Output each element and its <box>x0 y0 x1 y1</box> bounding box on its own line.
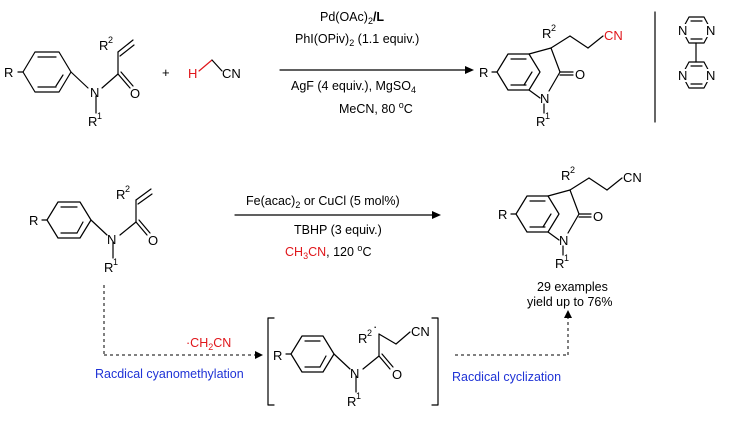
svg-text:1: 1 <box>356 391 361 401</box>
n-atom: N <box>107 232 116 247</box>
svg-text:Pd(OAc)2/L: Pd(OAc)2/L <box>320 10 384 26</box>
r1-label: R <box>347 394 356 409</box>
svg-text:2: 2 <box>125 184 130 194</box>
svg-text:1: 1 <box>113 257 118 267</box>
svg-text:CH3CN, 120 oC: CH3CN, 120 oC <box>285 243 371 261</box>
svg-text:2: 2 <box>551 23 556 33</box>
n-atom: N <box>350 366 359 381</box>
r1-label: R <box>104 260 113 275</box>
bottom-conditions: Fe(acac)2 or CuCl (5 mol%) TBHP (3 equiv… <box>234 194 441 261</box>
svg-text:PhI(OPiv)2 (1.1 equiv.): PhI(OPiv)2 (1.1 equiv.) <box>295 32 419 48</box>
r2-label: R <box>561 168 570 183</box>
o-atom: O <box>593 209 603 224</box>
n-atom: N <box>678 23 687 38</box>
radical-intermediate: R N O R 2 R 1 CN · <box>267 317 439 409</box>
n-atom: N <box>559 233 568 248</box>
bottom-substrate: R N O R 2 R 1 <box>29 184 158 275</box>
r1-label: R <box>88 114 97 129</box>
svg-text:MeCN, 80 oC: MeCN, 80 oC <box>339 100 413 116</box>
r-label: R <box>273 348 282 363</box>
n-atom: N <box>90 85 99 100</box>
o-atom: O <box>130 86 140 101</box>
o-atom: O <box>575 67 585 82</box>
o-atom: O <box>392 367 402 382</box>
radical-dot: · <box>373 319 377 334</box>
cn-group: CN <box>623 170 642 185</box>
ligand-bipyrimidine: N N N N <box>677 16 716 89</box>
r2-label: R <box>99 38 108 53</box>
n-atom: N <box>706 68 715 83</box>
o-atom: O <box>148 233 158 248</box>
cn-group: CN <box>411 324 430 339</box>
svg-text:1: 1 <box>564 253 569 263</box>
svg-text:1: 1 <box>545 111 550 121</box>
cn-group: CN <box>604 28 623 43</box>
svg-text:1: 1 <box>97 111 102 121</box>
h-atom: H <box>188 66 197 81</box>
r-label: R <box>29 213 38 228</box>
cn-group: CN <box>222 66 241 81</box>
top-substrate: R N O R 2 R 1 <box>4 35 140 129</box>
n-atom: N <box>706 23 715 38</box>
mechanism-path <box>103 285 572 359</box>
n-atom: N <box>540 91 549 106</box>
n-atom: N <box>678 68 687 83</box>
top-conditions: Pd(OAc)2/L PhI(OPiv)2 (1.1 equiv.) AgF (… <box>279 10 474 116</box>
r-label: R <box>498 207 507 222</box>
svg-text:AgF (4 equiv.), MgSO4: AgF (4 equiv.), MgSO4 <box>291 79 416 95</box>
r1-label: R <box>555 256 564 271</box>
scope-examples: 29 examples <box>537 280 608 294</box>
step-label-cyclization: Racdical cyclization <box>452 370 561 384</box>
scope-yield: yield up to 76% <box>527 295 612 309</box>
cyanomethyl-radical: ·CH2CN <box>186 336 231 352</box>
r-label: R <box>479 65 488 80</box>
svg-text:TBHP (3 equiv.): TBHP (3 equiv.) <box>294 223 382 237</box>
plus-sign: + <box>162 65 170 80</box>
svg-text:2: 2 <box>570 165 575 175</box>
r2-label: R <box>116 187 125 202</box>
r-label: R <box>4 65 13 80</box>
r2-label: R <box>542 26 551 41</box>
top-reagent-acetonitrile: H CN <box>188 59 241 81</box>
r1-label: R <box>536 114 545 129</box>
bottom-product-oxindole: R N O R 2 R 1 CN <box>498 165 642 271</box>
svg-text:Fe(acac)2 or CuCl (5 mol%): Fe(acac)2 or CuCl (5 mol%) <box>246 194 400 210</box>
svg-text:2: 2 <box>108 35 113 45</box>
svg-text:2: 2 <box>367 328 372 338</box>
step-label-cyanomethylation: Racdical cyanomethylation <box>95 367 244 381</box>
r2-label: R <box>358 331 367 346</box>
top-product-oxindole: R N O R 2 R 1 CN <box>479 23 623 129</box>
